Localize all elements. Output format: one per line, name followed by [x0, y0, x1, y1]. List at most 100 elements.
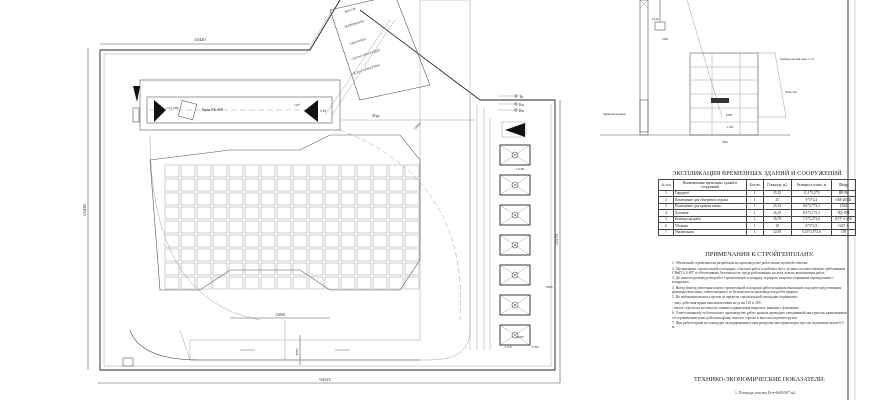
building-cell	[324, 206, 340, 220]
building-cell	[180, 178, 196, 192]
table-cell: 5,15*2,5*2,6	[790, 228, 832, 237]
building-cell	[196, 262, 212, 276]
note-item: 4. Въезд (выезд) автотранспорта строител…	[672, 285, 842, 295]
building-cell	[340, 276, 356, 290]
notes-block: ПРИМЕЧАНИЯ К СТРОЙГЕНПЛАНУ. 1. Объектный…	[672, 251, 847, 330]
building-cell	[372, 248, 388, 262]
temp-building: 6	[499, 294, 531, 316]
temp-building: 5	[499, 264, 531, 286]
building-cell	[228, 262, 244, 276]
building-cell	[404, 164, 420, 178]
mark-zero-label: 0.000	[726, 114, 733, 117]
building-cell	[212, 248, 228, 262]
building-cell	[196, 276, 212, 290]
building-cell	[276, 206, 292, 220]
building-cell	[212, 164, 228, 178]
formwork-icon	[711, 98, 729, 103]
building-number: 6	[514, 303, 516, 307]
building-cell	[260, 276, 276, 290]
building-cell	[244, 248, 260, 262]
dim-bottom-label: 94125	[319, 377, 331, 382]
building-cell	[164, 234, 180, 248]
header-cell: № п.п	[658, 179, 674, 191]
building-cell	[372, 192, 388, 206]
building-cell	[228, 248, 244, 262]
building-cell	[260, 178, 276, 192]
table-cell: 1	[745, 228, 764, 237]
building-cell	[324, 234, 340, 248]
zone-label: ОПАЛУБКА	[349, 36, 368, 45]
storage-zone	[329, 0, 431, 101]
building-number: 5	[514, 273, 516, 277]
dim-road-label: 5000	[295, 348, 299, 355]
building-cell	[404, 276, 420, 290]
dim-11100-label: 11100	[516, 167, 525, 171]
stop2-label: СТ2	[320, 109, 326, 113]
building-cell	[388, 248, 404, 262]
building-cell	[212, 220, 228, 234]
stop1-label: СТ1 200	[166, 106, 179, 110]
crane-mast	[639, 0, 649, 136]
building-cell	[388, 276, 404, 290]
building-footprint	[149, 134, 421, 291]
tep-title: ТЕХНИКО-ЭКОНОМИЧЕСКИЕ ПОКАЗАТЕЛИ:	[693, 376, 825, 383]
building-cell	[308, 262, 324, 276]
building-cell	[196, 220, 212, 234]
building-cell	[196, 192, 212, 206]
building-cell	[404, 262, 420, 276]
temp-building: 7	[499, 324, 531, 346]
building-cell	[260, 248, 276, 262]
temp-building: 1	[499, 144, 531, 166]
building-cell	[244, 220, 260, 234]
crane-section: 24.40 2400 Граница опасной зоны 7,5 м От…	[600, 0, 814, 144]
crane-track: СТ1 200 СТ2 110° Кран КБ-408	[132, 79, 341, 131]
danger-zone-label: Граница опасной зоны 7,5 м	[780, 58, 814, 61]
note-item: 2. Организация строительной площадки, уч…	[672, 266, 846, 275]
fence-label: Защитный козырёк	[603, 113, 626, 116]
dim-6000-label: 6000	[517, 335, 524, 339]
dim-left-label: 65430	[82, 204, 87, 216]
tower-crane-icon	[177, 100, 198, 121]
mark-load-label: 2400	[662, 37, 669, 41]
wind-label: Wзр	[372, 113, 379, 118]
building-cell	[228, 234, 244, 248]
building-cell	[292, 164, 308, 178]
header-cell: Шифр	[830, 179, 857, 191]
building-cell	[244, 178, 260, 192]
note-item: - вылет стрелы на местности зонами огран…	[672, 305, 800, 310]
building-cell	[308, 192, 324, 206]
building-cell	[292, 220, 308, 234]
building-cell	[180, 276, 196, 290]
radius-label: 15000	[413, 122, 422, 131]
building-cell	[276, 262, 292, 276]
building-cell	[356, 276, 372, 290]
building-cell	[372, 234, 388, 248]
ground-label: Отмостка	[785, 91, 797, 94]
building-number: 7	[514, 333, 516, 337]
building-cell	[292, 178, 308, 192]
building-cell	[372, 276, 388, 290]
building-cell	[260, 234, 276, 248]
explication-title: ЭКСПЛИКАЦИЯ ВРЕМЕННЫХ ЗДАНИЙ И СООРУЖЕНИ…	[672, 170, 842, 177]
building-cell	[180, 164, 196, 178]
building-cell	[356, 192, 372, 206]
crane-stop-right-icon	[304, 100, 318, 122]
crane-load	[654, 21, 666, 31]
building-cell	[404, 192, 420, 206]
mark-minus-label: -1.500	[726, 126, 734, 129]
header-cell: Размеры в плане, м	[790, 179, 832, 191]
dimension-bottom: 94125	[98, 377, 560, 384]
table-header-row: № п.п Наименование временных зданий и со…	[658, 179, 857, 191]
dim-7000-label: 7000	[546, 285, 553, 289]
zone-label: СКЛАД АРМАТУРЫ	[351, 63, 380, 76]
table-cell: 7	[658, 228, 674, 237]
building-cell	[276, 276, 292, 290]
building-cell	[196, 178, 212, 192]
building-cell	[308, 234, 324, 248]
building-cell	[340, 248, 356, 262]
temp-building: 2	[499, 174, 531, 196]
building-cell	[404, 248, 420, 262]
building-cell	[292, 206, 308, 220]
building-cell	[164, 206, 180, 220]
